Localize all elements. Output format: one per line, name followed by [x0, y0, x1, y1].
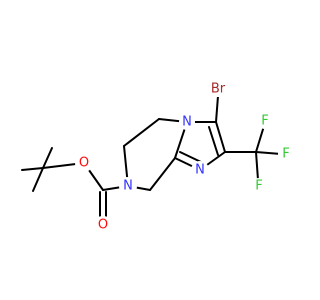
nitrogen-bridge-label: N	[182, 115, 192, 130]
oxygen-carbonyl-label: O	[98, 218, 108, 233]
oxygen-ester-label: O	[79, 156, 89, 171]
nitrogen-ring-label: N	[123, 179, 133, 194]
bond-tbu-methyl-top	[42, 147, 53, 169]
bond-tbu-methyl-bottom	[32, 167, 44, 192]
nitrogen-imidazole-label: N	[195, 163, 205, 178]
bond-lines	[21, 95, 282, 217]
fluorine-right-label: F	[282, 147, 289, 162]
bond-cf3-f-top	[255, 125, 265, 153]
fluorine-bottom-label: F	[255, 179, 262, 194]
atom-labels: O O N N N Br F F F	[75, 81, 294, 234]
bond-c8a-ch2	[149, 157, 176, 191]
bond-c3-c2-b	[208, 126, 219, 156]
bond-n1-c8a-b	[179, 151, 202, 163]
bond-c3-c2-a	[215, 121, 226, 153]
fluorine-top-label: F	[261, 114, 268, 129]
bond-tbu-methyl-left	[21, 167, 44, 171]
bond-ch2-ch2-top	[123, 118, 160, 147]
bond-cf3-f-bottom	[255, 151, 259, 181]
bond-c3-br	[215, 95, 219, 123]
chemical-structure: O O N N N Br F F F	[21, 81, 294, 234]
bond-cf3-f-right	[255, 151, 282, 155]
bromine-label: Br	[211, 82, 226, 97]
